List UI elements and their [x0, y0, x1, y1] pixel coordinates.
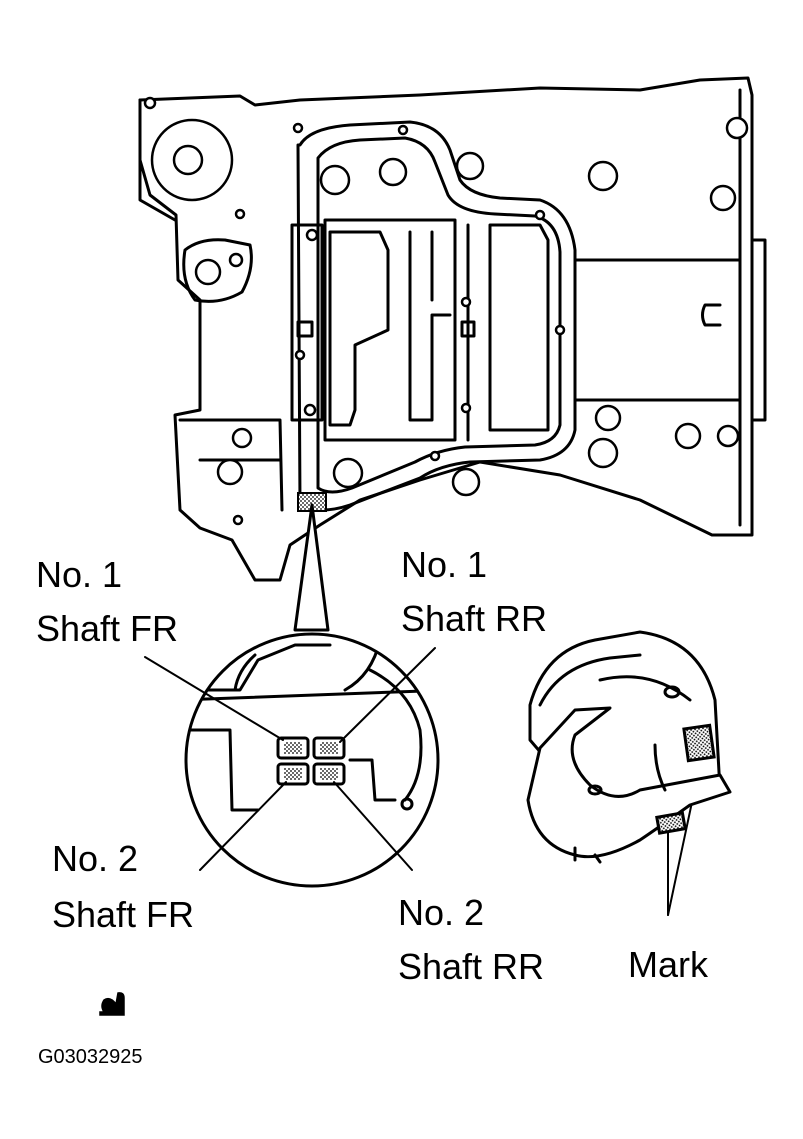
- label-no2-shaft-fr-line2: Shaft FR: [52, 894, 195, 935]
- bearing-mark-lower: [655, 811, 687, 835]
- callout-pointer: [293, 503, 330, 632]
- label-no1-shaft-fr-line2: Shaft FR: [36, 608, 179, 649]
- snail-icon: [99, 992, 125, 1016]
- bolt-holes: [143, 96, 749, 526]
- bearing-shell: [526, 630, 732, 864]
- magnified-view: [184, 632, 440, 888]
- label-mark: Mark: [628, 944, 708, 985]
- housing: [138, 76, 767, 582]
- label-no2-shaft-fr-line1: No. 2: [52, 838, 139, 879]
- label-no1-shaft-rr-line2: Shaft RR: [401, 598, 548, 639]
- label-no1-shaft-fr-line1: No. 1: [36, 554, 123, 595]
- label-no2-shaft-rr-line1: No. 2: [398, 892, 485, 933]
- figure-code: G03032925: [38, 1046, 143, 1068]
- label-no2-shaft-rr-line2: Shaft RR: [398, 946, 545, 987]
- bearing-mark-upper: [682, 723, 716, 763]
- label-no1-shaft-rr-line1: No. 1: [401, 544, 488, 585]
